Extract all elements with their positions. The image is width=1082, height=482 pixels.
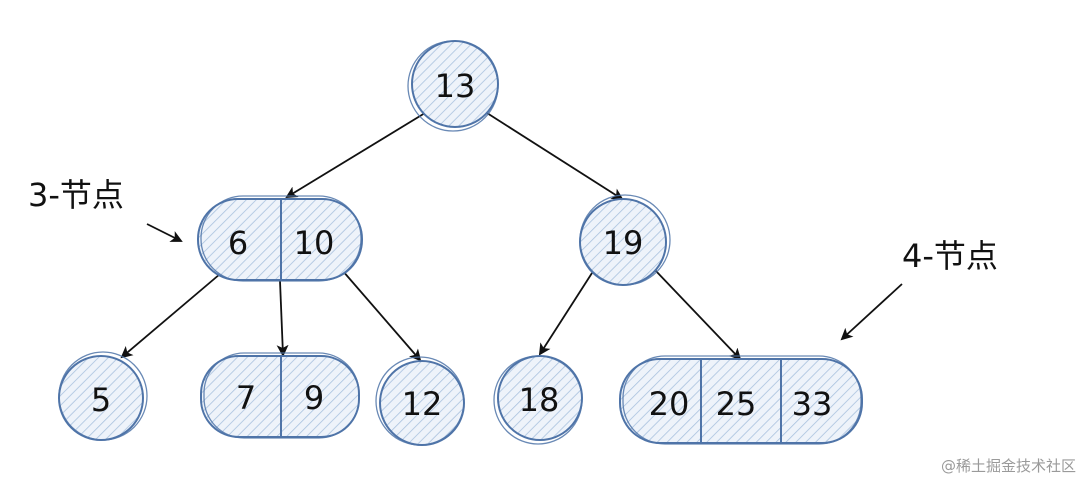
node-19: 19 <box>579 194 671 286</box>
label-four-node: 4-节点 <box>902 237 998 275</box>
arrow-four-node-label <box>840 283 903 341</box>
key-9: 9 <box>304 379 324 417</box>
node-20-25-33: 20 25 33 <box>619 355 863 445</box>
key-33: 33 <box>792 385 833 423</box>
key-18: 18 <box>519 381 560 419</box>
edge-6-to-5 <box>120 273 221 359</box>
key-5: 5 <box>91 381 111 419</box>
key-7: 7 <box>236 379 256 417</box>
edge-13-to-19 <box>486 112 624 201</box>
edge-19-to-18 <box>538 272 593 356</box>
key-12: 12 <box>402 385 443 423</box>
edge-6-10-to-7-9 <box>276 280 289 357</box>
key-25: 25 <box>716 385 757 423</box>
key-19: 19 <box>603 224 644 262</box>
watermark: @稀土掘金技术社区 <box>940 457 1076 475</box>
label-three-node: 3-节点 <box>28 176 124 214</box>
key-13: 13 <box>435 67 476 105</box>
tree-edges <box>120 112 903 362</box>
edge-19-to-20-25-33 <box>654 269 742 361</box>
edge-10-to-12 <box>341 269 422 362</box>
arrow-three-node-label <box>146 223 183 242</box>
node-18: 18 <box>493 355 583 445</box>
edge-13-to-6-10 <box>285 112 426 199</box>
node-12: 12 <box>375 356 465 446</box>
node-7-9: 7 9 <box>200 352 360 439</box>
key-20: 20 <box>649 385 690 423</box>
node-6-10: 6 10 <box>197 195 363 282</box>
key-6: 6 <box>228 224 248 262</box>
node-5: 5 <box>58 351 148 441</box>
node-13: 13 <box>407 40 499 132</box>
key-10: 10 <box>294 224 335 262</box>
